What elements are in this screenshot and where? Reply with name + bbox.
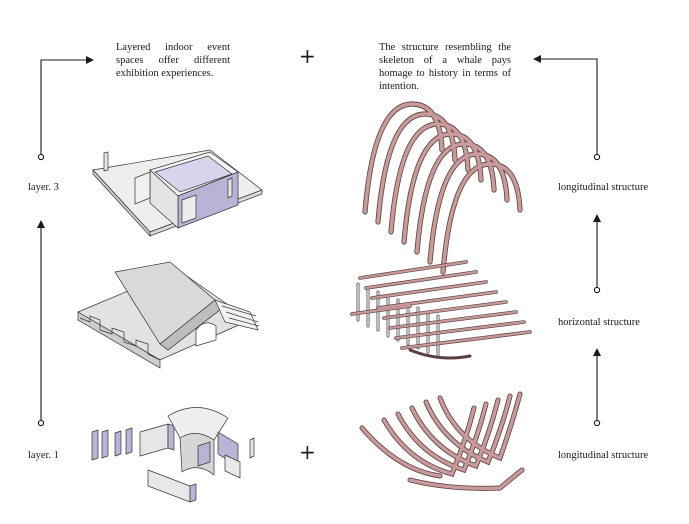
longitudinal-structure-top-drawing (362, 101, 523, 275)
right-bottom-arrow (593, 348, 601, 427)
horizontal-structure-drawing (350, 260, 532, 360)
plus-sign-top: + (299, 44, 316, 68)
horizontal-structure-label: horizontal structure (558, 317, 640, 328)
left-top-arrow (37, 56, 94, 161)
left-caption: Layered indoor event spaces offer differ… (116, 42, 230, 79)
longitudinal-structure-bottom-label: longitudinal structure (558, 450, 649, 461)
left-middle-arrow (37, 220, 45, 427)
plus-sign-bottom: + (299, 440, 316, 464)
right-caption: The structure resembling the skeleton of… (379, 42, 511, 92)
right-middle-arrow (593, 214, 601, 294)
layer-2-drawing (77, 261, 260, 369)
longitudinal-structure-bottom-drawing (359, 391, 525, 491)
layer-1-label: layer. 1 (28, 450, 59, 461)
layer-1-drawing (91, 407, 255, 503)
longitudinal-structure-top-label: longitudinal structure (558, 182, 649, 193)
right-top-arrow (533, 55, 601, 161)
layer-3-label: layer. 3 (28, 182, 59, 193)
layer-3-drawing (92, 149, 263, 237)
